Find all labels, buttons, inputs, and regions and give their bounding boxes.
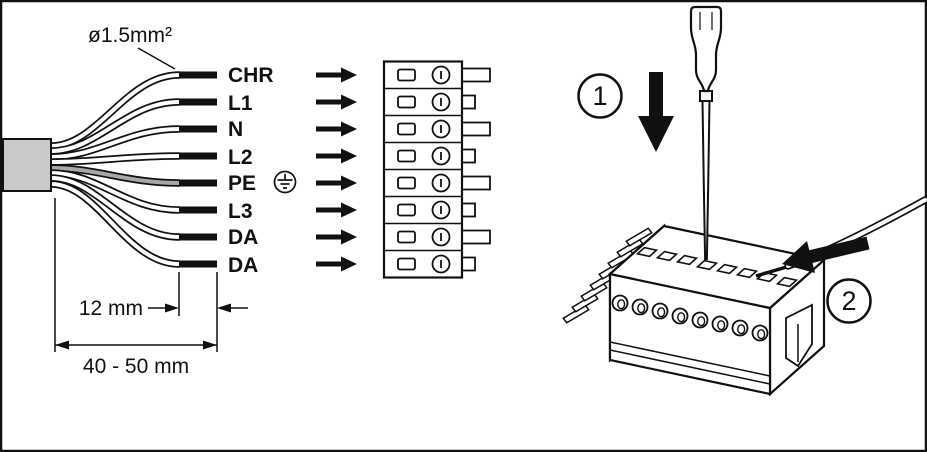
step-2-badge: 2	[826, 278, 872, 324]
step-1-arrow-icon	[638, 72, 674, 152]
dimension-40-50mm-label: 40 - 50 mm	[83, 355, 189, 378]
cable-fanout	[2, 71, 217, 268]
wire-labels: CHR L1 N L2 PE L3 DA DA	[228, 64, 297, 277]
wire-label-l2: L2	[228, 146, 253, 169]
terminal-row-dividers	[384, 87, 462, 252]
wire-da1	[47, 174, 183, 241]
cable-sheath	[2, 138, 52, 192]
earth-ground-icon	[273, 170, 297, 194]
connector-latch	[785, 303, 813, 368]
dimension-12mm: 12 mm	[79, 297, 248, 320]
wire-label-l3: L3	[228, 200, 253, 223]
screwdriver	[689, 5, 723, 260]
step-2-arrow-icon	[782, 236, 870, 273]
terminal-block	[382, 60, 491, 279]
dimension-12mm-label: 12 mm	[79, 297, 143, 320]
wire-label-n: N	[228, 118, 243, 141]
gauge-leader-line	[137, 47, 176, 70]
wire-label-l1: L1	[228, 92, 253, 115]
insert-wire-bare-tip	[755, 264, 791, 278]
connector-illustration	[562, 223, 827, 397]
wire-label-da2: DA	[228, 254, 258, 277]
wire-l3	[47, 169, 183, 214]
screwdriver-handle	[689, 5, 723, 93]
step-1-number: 1	[592, 81, 607, 111]
step-2-number: 2	[841, 286, 856, 316]
wire-label-da1: DA	[228, 226, 258, 249]
gauge-annotation: ø1.5mm²	[88, 24, 176, 70]
screwdriver-ferrule	[699, 90, 713, 102]
wire-da2	[47, 180, 183, 268]
wire-pe	[47, 164, 183, 187]
wire-label-pe: PE	[228, 172, 256, 195]
wire-n	[47, 125, 183, 161]
wire-label-chr: CHR	[228, 64, 274, 87]
wire-l2	[47, 152, 183, 166]
dimension-annotations: 12 mm 40 - 50 mm	[54, 198, 248, 378]
gauge-label: ø1.5mm²	[88, 24, 172, 47]
stripped-wire-tips	[179, 71, 217, 268]
front-ridge-lines	[609, 341, 771, 385]
extension-lines	[54, 198, 218, 352]
step-1-badge: 1	[577, 73, 623, 119]
dimension-40-50mm: 40 - 50 mm	[55, 340, 217, 378]
wire-chr	[47, 71, 183, 150]
wire-l1	[47, 98, 183, 155]
